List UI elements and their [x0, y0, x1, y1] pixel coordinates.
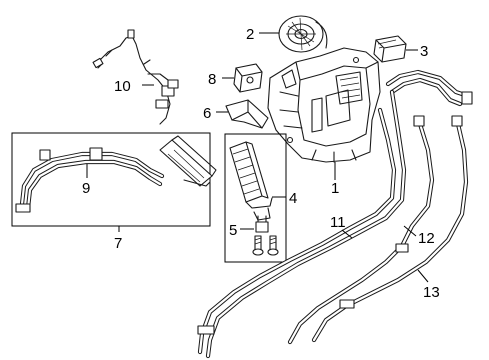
mode-actuator — [233, 63, 263, 93]
duct-bracket — [225, 99, 269, 129]
callout-8: 8 — [208, 71, 216, 88]
cooler-core — [159, 135, 217, 187]
refrigerant-line-12 — [287, 115, 435, 345]
evaporator-core — [229, 141, 273, 221]
callout-12: 12 — [418, 230, 435, 247]
hose-kit-frame — [11, 132, 211, 227]
expansion-valve — [255, 215, 269, 233]
callout-3: 3 — [420, 43, 428, 60]
callout-9: 9 — [82, 180, 90, 197]
callout-7: 7 — [114, 235, 122, 252]
callout-10: 10 — [114, 78, 131, 95]
hvac-housing — [267, 47, 381, 163]
leader-12 — [403, 225, 417, 237]
mounting-bolts — [252, 235, 279, 256]
callout-6: 6 — [203, 105, 211, 122]
callout-5: 5 — [229, 222, 237, 239]
leader-11 — [341, 229, 353, 239]
callout-1: 1 — [331, 180, 339, 197]
callout-2: 2 — [246, 26, 254, 43]
hose-assembly-9 — [15, 147, 165, 213]
callout-4: 4 — [289, 190, 297, 207]
evaporator-kit-frame — [224, 133, 287, 263]
refrigerant-line-11 — [197, 69, 473, 359]
blower-resistor-module — [373, 35, 407, 63]
callout-13: 13 — [423, 284, 440, 301]
blower-motor — [278, 15, 328, 53]
callout-11: 11 — [330, 214, 346, 231]
leader-13 — [417, 269, 429, 283]
refrigerant-line-13 — [311, 115, 469, 343]
wiring-harness — [92, 29, 179, 125]
